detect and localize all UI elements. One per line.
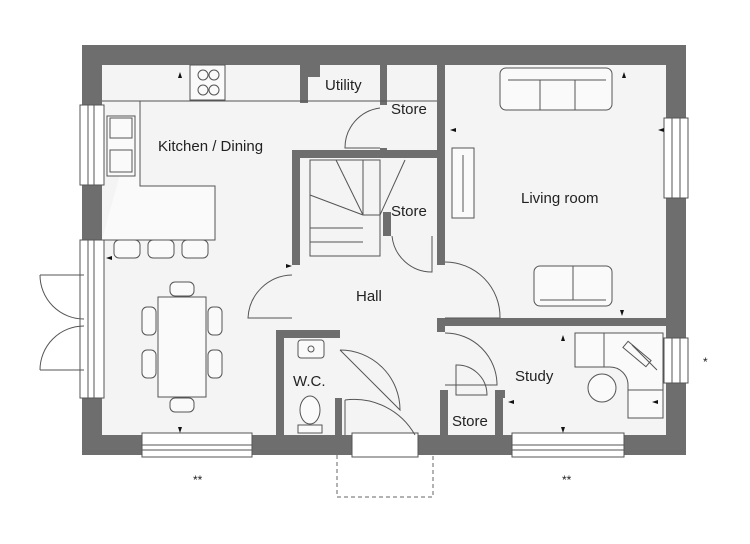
front-door[interactable] <box>336 398 434 498</box>
staircase <box>309 159 406 257</box>
french-doors[interactable] <box>39 239 105 399</box>
room-label-kitchen-dining: Kitchen / Dining <box>158 138 263 155</box>
note-marker-right: * <box>703 355 708 369</box>
room-label-study: Study <box>515 368 554 385</box>
living-room-window <box>663 117 689 199</box>
sofa-small <box>533 265 613 307</box>
sofa-large <box>499 67 613 111</box>
study-window <box>511 432 625 458</box>
room-label-store-utility: Store <box>391 101 427 118</box>
bar-stools <box>113 239 209 259</box>
window-markers <box>106 72 664 433</box>
room-label-store-stairs: Store <box>391 203 427 220</box>
room-label-wc: W.C. <box>293 373 326 390</box>
interior-doors <box>247 107 501 412</box>
dining-table <box>141 281 223 413</box>
note-marker-bottom-right: ** <box>562 473 572 487</box>
wc-fittings <box>297 339 325 434</box>
office-chair <box>587 373 617 403</box>
dining-window <box>141 432 253 458</box>
room-label-hall: Hall <box>356 288 382 305</box>
room-label-utility: Utility <box>325 77 362 94</box>
left-window <box>79 104 105 186</box>
desk <box>574 332 664 419</box>
kitchen-counter <box>102 64 437 241</box>
sink <box>106 115 136 177</box>
study-side-window <box>663 337 689 384</box>
room-label-living-room: Living room <box>521 190 599 207</box>
interior-walls <box>276 65 666 435</box>
hob <box>189 64 226 101</box>
room-label-store-study: Store <box>452 413 488 430</box>
note-marker-bottom-left: ** <box>193 473 203 487</box>
